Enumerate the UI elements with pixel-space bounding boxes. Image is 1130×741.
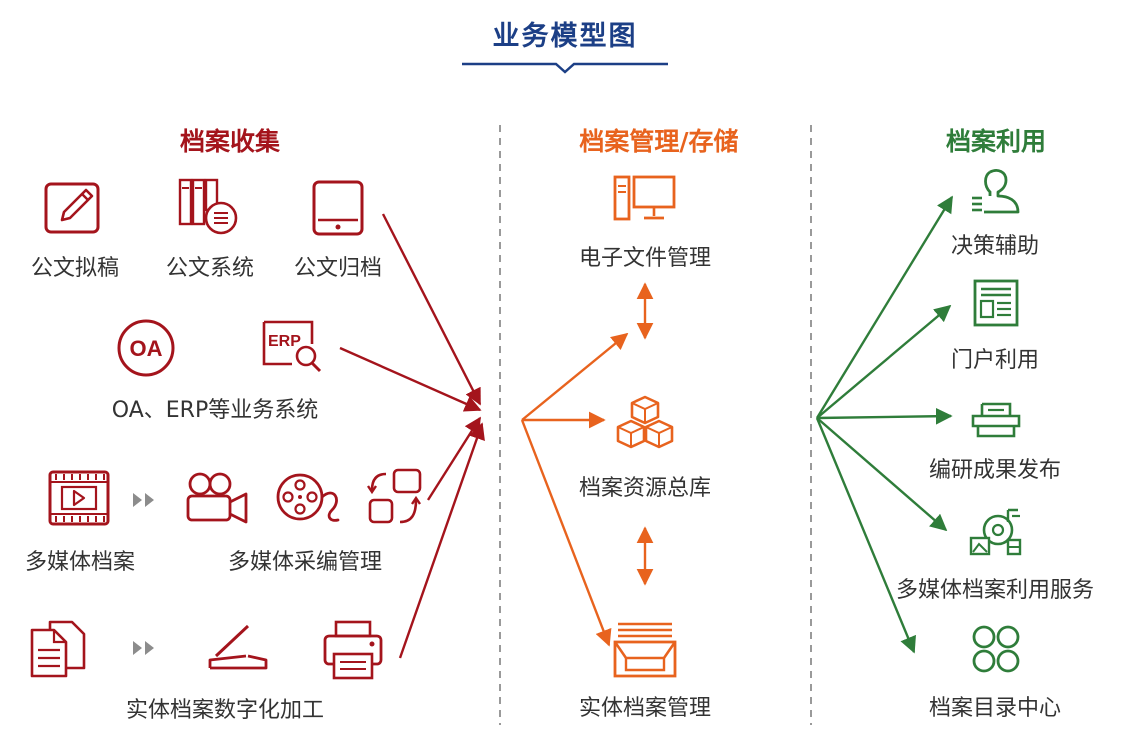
title-underline: [462, 62, 668, 74]
use-arrows: [815, 195, 954, 654]
scanner-icon: [208, 624, 268, 670]
archive-tray-icon: [613, 622, 677, 678]
label-publish: 编研成果发布: [928, 458, 1061, 483]
label-portal: 门户利用: [950, 348, 1039, 373]
label-physical: 实体档案管理: [578, 696, 711, 721]
page-title: 业务模型图: [492, 21, 638, 52]
collect-arrows: [339, 213, 485, 659]
catalog-grid-icon: [972, 625, 1020, 673]
label-media-service: 多媒体档案利用服务: [895, 578, 1094, 603]
tablet-icon: [312, 180, 364, 236]
label-media: 多媒体档案: [24, 550, 135, 575]
section-collect-title: 档案收集: [179, 127, 280, 156]
label-decision: 决策辅助: [950, 234, 1039, 259]
portal-page-icon: [973, 279, 1019, 327]
printer-icon: [323, 620, 383, 680]
label-catalog: 档案目录中心: [928, 696, 1061, 721]
video-camera-icon: [186, 472, 248, 524]
section-manage-title: 档案管理/存储: [579, 127, 739, 156]
erp-icon-text: ERP: [268, 333, 301, 350]
oa-icon: OA: [117, 319, 175, 377]
label-digitize: 实体档案数字化加工: [125, 698, 324, 723]
multimedia-service-icon: [969, 508, 1022, 556]
section-use-title: 档案利用: [945, 127, 1046, 156]
label-efile: 电子文件管理: [578, 246, 711, 271]
label-system: 公文系统: [165, 256, 254, 281]
label-repo: 档案资源总库: [578, 476, 711, 501]
documents-icon: [30, 620, 86, 678]
divider-right: [810, 125, 812, 725]
document-system-icon: [178, 178, 238, 235]
user-profile-icon: [972, 169, 1020, 214]
convert-icon: [367, 468, 422, 524]
label-media-edit: 多媒体采编管理: [227, 550, 382, 575]
manage-arrows: [520, 282, 654, 647]
oa-icon-text: OA: [130, 336, 163, 361]
double-chevron-icon: [133, 493, 154, 507]
divider-left: [499, 125, 501, 725]
computer-icon: [613, 175, 676, 221]
publish-icon: [971, 402, 1021, 438]
cubes-icon: [616, 395, 674, 449]
edit-document-icon: [44, 182, 100, 234]
double-chevron-icon-2: [133, 641, 154, 655]
film-reel-icon: [276, 473, 340, 522]
label-erp: OA、ERP等业务系统: [111, 398, 319, 423]
label-draft: 公文拟稿: [30, 256, 119, 281]
label-archive: 公文归档: [293, 256, 382, 281]
erp-search-icon: ERP: [262, 320, 322, 373]
film-icon: [48, 470, 110, 526]
